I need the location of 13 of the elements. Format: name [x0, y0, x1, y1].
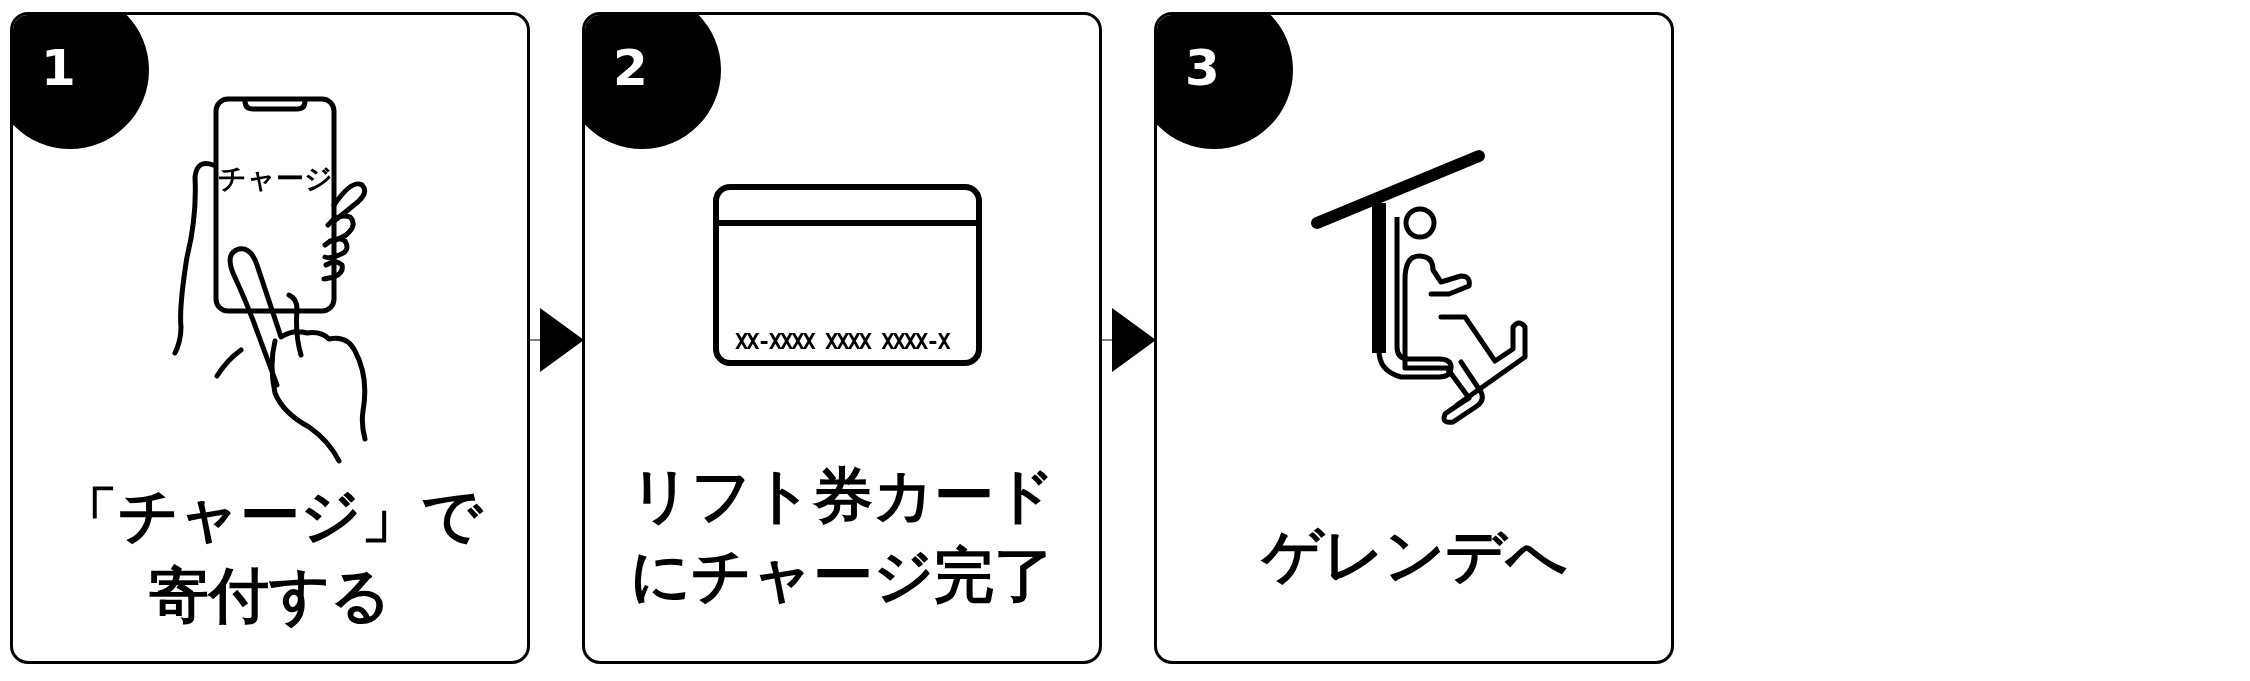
step-panel [582, 12, 1102, 664]
step-panel [10, 12, 530, 664]
step-number-badge: 1 [13, 15, 149, 149]
screen-text: チャージ [218, 165, 333, 193]
step-number-badge: 3 [1157, 15, 1293, 149]
arrow [529, 308, 584, 372]
arrow [1101, 308, 1156, 372]
card-number: XX-XXXX XXXX XXXX-X [735, 331, 949, 353]
step-panel [1154, 12, 1674, 664]
step-caption: 「チャージ」で寄付する [57, 479, 484, 632]
step-number-badge: 2 [585, 15, 721, 149]
step-caption: ゲレンデへ [1259, 519, 1568, 592]
step-caption: リフト券カードにチャージ完了 [628, 459, 1056, 612]
